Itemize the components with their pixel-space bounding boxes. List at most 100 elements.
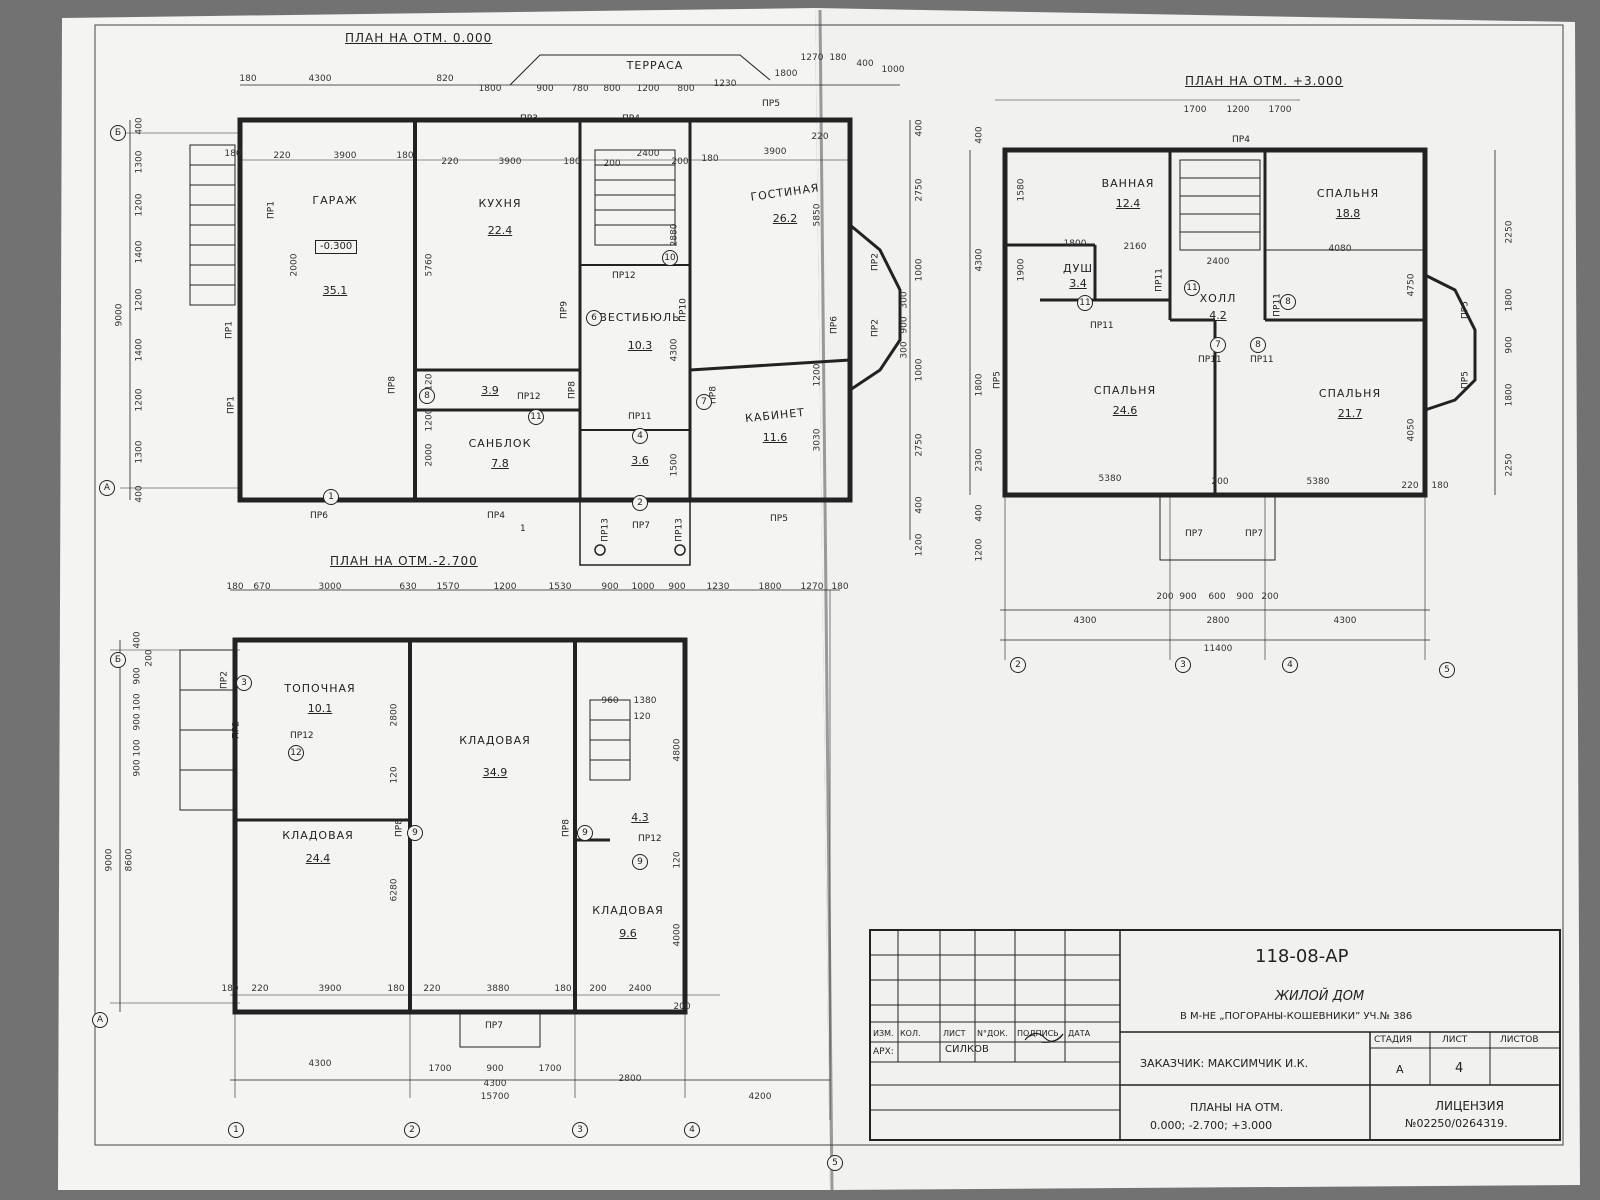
dimension: 1380 — [633, 696, 657, 706]
dimension: 3900 — [763, 147, 787, 157]
marker-circle: 7 — [696, 394, 712, 410]
room-name: СПАЛЬНЯ — [1316, 187, 1380, 200]
project-name: ЖИЛОЙ ДОМ — [1275, 989, 1365, 1004]
room-name: КЛАДОВАЯ — [459, 734, 531, 747]
room-area: 24.4 — [305, 852, 331, 865]
dimension: 1530 — [548, 582, 572, 592]
marker-circle: 8 — [1250, 337, 1266, 353]
dimension: 4300 — [669, 338, 680, 362]
dimension: 630 — [399, 582, 417, 592]
dimension: 6280 — [389, 878, 400, 902]
dimension: 900 — [1504, 336, 1515, 354]
dimension: 3880 — [486, 984, 510, 994]
dimension: 200 — [603, 159, 621, 169]
dimension: 220 — [1401, 481, 1419, 491]
dimension: 220 — [273, 151, 291, 161]
marker-circle: 1 — [323, 489, 339, 505]
door-mark: ПР12 — [517, 392, 541, 402]
door-mark: ПР13 — [600, 518, 611, 542]
dimension: 900 — [486, 1064, 504, 1074]
sheet-label: ЛИСТ — [1442, 1035, 1468, 1045]
room-area: 10.1 — [307, 702, 333, 715]
plan-basement-title: ПЛАН НА ОТМ.-2.700 — [330, 554, 478, 568]
dimension: 4000 — [672, 923, 683, 947]
dimension: 120 — [672, 851, 683, 869]
axis-bubble: 4 — [1282, 657, 1298, 673]
ground-floor-plan — [120, 54, 911, 566]
dimension: 180 — [701, 154, 719, 164]
tb-col: N°ДОК. — [977, 1029, 1008, 1038]
dimension: 1570 — [436, 582, 460, 592]
door-mark: ПР5 — [1460, 301, 1471, 319]
tb-col: ДАТА — [1068, 1029, 1091, 1038]
dimension: 220 — [423, 984, 441, 994]
marker-circle: 11 — [1184, 280, 1200, 296]
dimension: 1270 — [800, 53, 824, 63]
door-mark: ПР5 — [770, 514, 788, 524]
marker-circle: 9 — [632, 854, 648, 870]
arch-label: АРХ: — [873, 1047, 894, 1057]
door-mark: ПР7 — [632, 521, 650, 531]
dimension: 300 — [899, 341, 910, 359]
dimension: 1200 — [812, 363, 823, 387]
door-mark: ПР7 — [485, 1021, 503, 1031]
dimension: 200 — [589, 984, 607, 994]
dimension: 800 — [677, 84, 695, 94]
dimension: 2800 — [389, 703, 400, 727]
dimension: 4300 — [308, 1059, 332, 1069]
dimension: 1800 — [774, 69, 798, 79]
arch-name: СИЛКОВ — [945, 1044, 989, 1055]
axis-bubble: 4 — [684, 1122, 700, 1138]
marker-circle: 9 — [577, 825, 593, 841]
door-mark: ПР8 — [387, 376, 398, 394]
dimension: 800 — [603, 84, 621, 94]
dimension: 400 — [856, 59, 874, 69]
door-mark: ПР4 — [487, 511, 505, 521]
door-mark: ПР8 — [561, 819, 572, 837]
dimension: 2000 — [424, 443, 435, 467]
door-mark: ПР2 — [219, 671, 230, 689]
dimension: 1200 — [134, 388, 145, 412]
dimension: 400 — [134, 117, 145, 135]
sheets-title: ПЛАНЫ НА ОТМ. — [1190, 1101, 1284, 1114]
door-mark: ПР11 — [1154, 268, 1165, 292]
dimension: 1400 — [134, 338, 145, 362]
dimension: 4800 — [672, 738, 683, 762]
level-mark: -0.300 — [315, 240, 358, 254]
dimension: 900 — [132, 713, 143, 731]
door-mark: ПР5 — [992, 371, 1003, 389]
dimension: 200 — [1156, 592, 1174, 602]
dimension: 2250 — [1504, 453, 1515, 477]
door-mark: ПР2 — [870, 319, 881, 337]
room-area: 9.6 — [619, 927, 637, 940]
room-area: 18.8 — [1335, 207, 1361, 220]
door-mark: ПР8 — [567, 381, 578, 399]
dimension: 4300 — [308, 74, 332, 84]
room-name: ТОПОЧНАЯ — [284, 682, 356, 695]
tb-col: КОЛ. — [900, 1029, 921, 1038]
dimension: 200 — [671, 157, 689, 167]
dimension: 180 — [239, 74, 257, 84]
dimension: 1300 — [134, 150, 145, 174]
room-area: 3.6 — [631, 454, 649, 467]
dimension: 400 — [134, 485, 145, 503]
dimension: 5380 — [1306, 477, 1330, 487]
dimension: 1500 — [669, 453, 680, 477]
axis-bubble: 1 — [228, 1122, 244, 1138]
door-mark: ПР7 — [1245, 529, 1263, 539]
door-mark: ПР4 — [622, 114, 640, 124]
dimension: 1800 — [1504, 288, 1515, 312]
dimension: 2800 — [618, 1074, 642, 1084]
door-mark: ПР5 — [1460, 371, 1471, 389]
dimension: 4300 — [974, 248, 985, 272]
dimension: 200 — [1261, 592, 1279, 602]
dimension: 2880 — [669, 223, 680, 247]
dimension: 2750 — [914, 178, 925, 202]
dimension: 1270 — [800, 582, 824, 592]
axis-bubble: Б — [110, 125, 126, 141]
door-mark: ПР13 — [674, 518, 685, 542]
marker-circle: 11 — [1077, 295, 1093, 311]
door-mark: ПР12 — [612, 271, 636, 281]
dimension: 1800 — [478, 84, 502, 94]
dimension: 180 — [1431, 481, 1449, 491]
